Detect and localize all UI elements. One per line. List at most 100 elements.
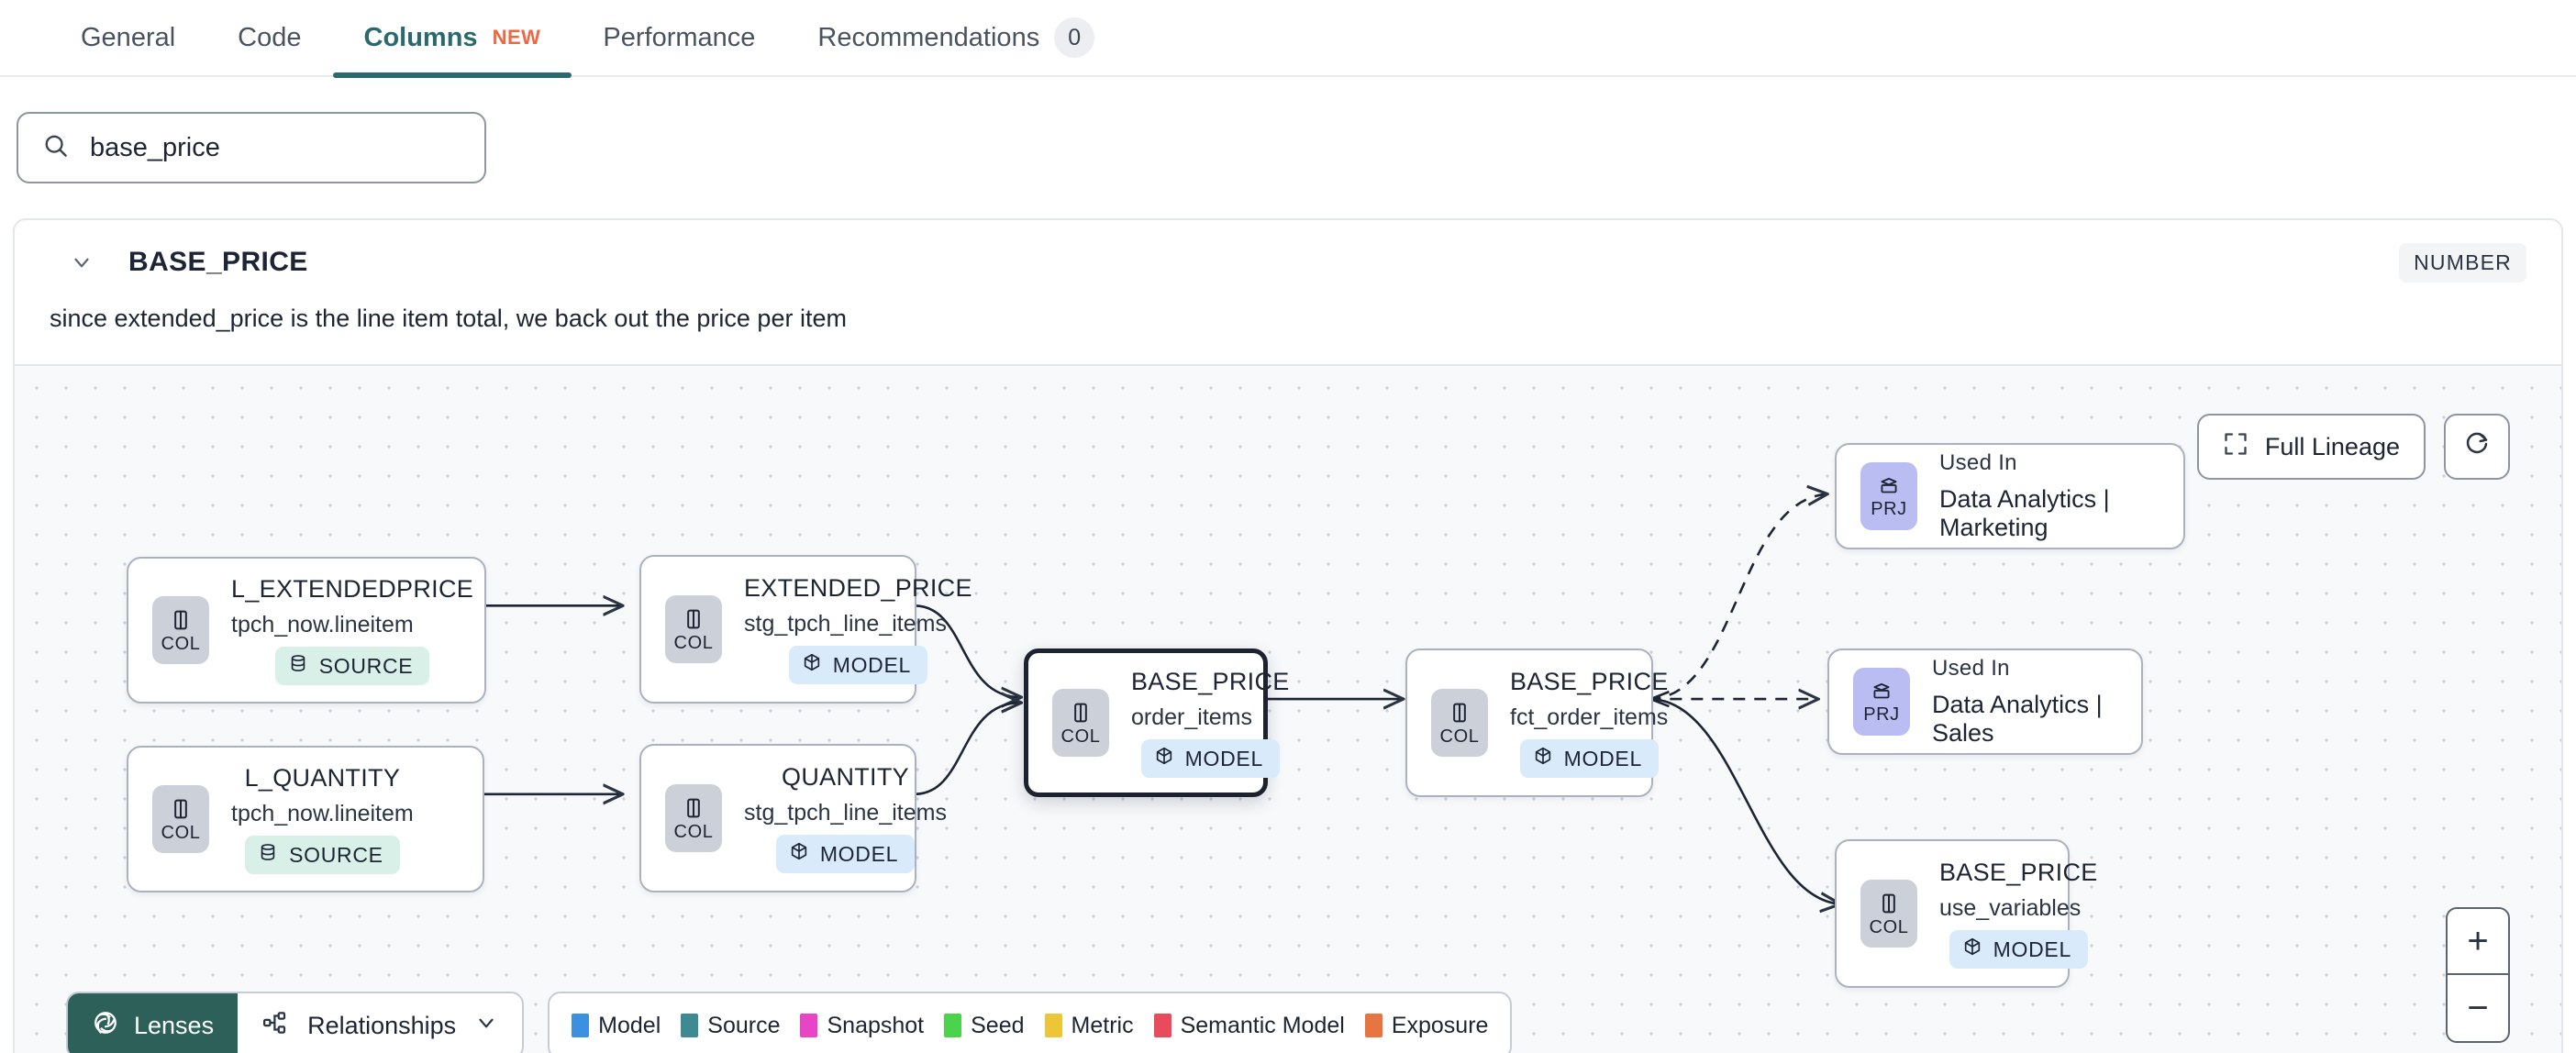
node-subtitle: stg_tpch_line_items	[744, 611, 947, 637]
node-subtitle: stg_tpch_line_items	[744, 800, 947, 826]
prj-chip: PRJ	[1853, 668, 1910, 736]
tab-new-badge: NEW	[492, 26, 541, 49]
node-type-tag: MODEL	[1140, 739, 1280, 778]
legend-item-snapshot: Snapshot	[800, 1013, 924, 1039]
legend-label: Source	[707, 1012, 781, 1038]
node-subtitle: order_items	[1131, 704, 1252, 730]
legend-item-seed: Seed	[944, 1012, 1025, 1039]
chip-label: COL	[673, 633, 714, 653]
node-tag-label: MODEL	[1563, 746, 1642, 770]
tab-label: Code	[238, 22, 302, 52]
cube-icon	[1154, 746, 1174, 771]
chip-label: COL	[161, 823, 201, 843]
col-chip: COL	[665, 595, 722, 663]
column-detail-card: BASE_PRICE NUMBER since extended_price i…	[13, 218, 2563, 1053]
node-tag-label: MODEL	[832, 652, 912, 677]
legend-label: Snapshot	[827, 1012, 925, 1038]
legend-swatch	[1044, 1014, 1062, 1037]
tab-general[interactable]: General	[50, 0, 206, 76]
chevron-down-icon	[474, 1011, 498, 1041]
lineage-node-quantity[interactable]: COL QUANTITY stg_tpch_line_items MODEL	[639, 744, 947, 892]
lineage-node-base-price-fct-order-items[interactable]: COL BASE_PRICE fct_order_items MODEL	[1405, 648, 1668, 797]
node-type-tag: SOURCE	[274, 647, 430, 685]
lineage-node-extended-price[interactable]: COL EXTENDED_PRICE stg_tpch_line_items M…	[639, 555, 972, 704]
node-tag-label: MODEL	[1993, 937, 2071, 961]
column-description: since extended_price is the line item to…	[50, 305, 847, 332]
page-title: BASE_PRICE	[128, 247, 308, 277]
node-body: L_EXTENDEDPRICE tpch_now.lineitem SOURCE	[231, 575, 479, 685]
tab-label: Performance	[603, 22, 756, 52]
chip-label: COL	[1869, 917, 1909, 937]
node-title: L_EXTENDEDPRICE	[231, 575, 474, 603]
node-title: BASE_PRICE	[1510, 668, 1669, 695]
node-title: BASE_PRICE	[1131, 668, 1290, 695]
edge-n6-n7	[1649, 494, 1827, 701]
node-type-tag: MODEL	[1519, 739, 1659, 778]
lineage-canvas[interactable]: COL L_EXTENDEDPRICE tpch_now.lineitem SO…	[15, 364, 2561, 1053]
node-type-legend: Model Source Snapshot Seed Metric	[548, 992, 1513, 1053]
legend-label: Seed	[971, 1012, 1025, 1038]
node-tag-label: SOURCE	[318, 653, 414, 678]
canvas-bottom-bar: Lenses Relationships	[66, 992, 1513, 1053]
node-body: L_QUANTITY tpch_now.lineitem SOURCE	[231, 764, 419, 874]
aperture-icon	[92, 1009, 119, 1043]
lineage-node-used-in-sales[interactable]: PRJ Used In Data Analytics | Sales	[1827, 648, 2143, 755]
recommendations-count-badge: 0	[1054, 17, 1095, 58]
lineage-node-base-price-use-variables[interactable]: COL BASE_PRICE use_variables MODEL	[1835, 839, 2097, 988]
lens-group: Lenses Relationships	[66, 992, 525, 1053]
zoom-in-button[interactable]: +	[2448, 909, 2508, 975]
legend-swatch	[1364, 1014, 1382, 1037]
node-body: Used In Data Analytics | Sales	[1932, 656, 2117, 748]
cube-icon	[789, 841, 809, 867]
chip-label: PRJ	[1863, 704, 1900, 725]
legend-item-metric: Metric	[1044, 1012, 1134, 1039]
tab-performance[interactable]: Performance	[572, 0, 786, 76]
lenses-label: Lenses	[134, 1011, 215, 1039]
node-type-tag: MODEL	[1949, 930, 2088, 969]
cube-icon	[1962, 937, 1982, 962]
chip-label: COL	[673, 822, 714, 842]
col-chip: COL	[1431, 689, 1488, 757]
tab-label: Recommendations	[817, 22, 1040, 52]
lineage-node-l-extendedprice[interactable]: COL L_EXTENDEDPRICE tpch_now.lineitem SO…	[127, 557, 486, 704]
node-body: Used In Data Analytics | Marketing	[1939, 450, 2160, 542]
node-title: Used In	[1932, 656, 2010, 681]
search-input[interactable]: base_price	[17, 112, 486, 183]
node-title: EXTENDED_PRICE	[744, 574, 972, 602]
node-subtitle: fct_order_items	[1510, 704, 1669, 730]
lineage-node-l-quantity[interactable]: COL L_QUANTITY tpch_now.lineitem SOURCE	[127, 746, 484, 892]
legend-item-model: Model	[572, 1013, 661, 1039]
full-lineage-button[interactable]: Full Lineage	[2196, 414, 2426, 480]
node-subtitle: Data Analytics | Sales	[1932, 691, 2103, 747]
column-type-badge: NUMBER	[2399, 242, 2526, 283]
lineage-node-used-in-marketing[interactable]: PRJ Used In Data Analytics | Marketing	[1835, 443, 2185, 549]
chevron-down-icon[interactable]	[66, 247, 97, 278]
col-chip: COL	[665, 784, 722, 852]
relationships-button[interactable]: Relationships	[238, 993, 522, 1053]
zoom-controls: + −	[2446, 907, 2510, 1043]
tab-columns[interactable]: Columns NEW	[332, 0, 572, 78]
tab-code[interactable]: Code	[206, 0, 332, 76]
lenses-button[interactable]: Lenses	[68, 993, 239, 1053]
database-icon	[258, 842, 278, 868]
col-chip: COL	[1052, 689, 1109, 757]
col-chip: COL	[1860, 880, 1917, 948]
hierarchy-icon	[261, 1009, 289, 1043]
expand-icon	[2223, 431, 2248, 463]
legend-label: Metric	[1071, 1012, 1134, 1038]
tab-recommendations[interactable]: Recommendations 0	[786, 0, 1126, 76]
canvas-top-right-controls: Full Lineage	[2196, 414, 2510, 480]
lineage-node-base-price-order-items[interactable]: COL BASE_PRICE order_items MODEL	[1024, 648, 1289, 797]
legend-swatch	[800, 1014, 818, 1037]
column-header: BASE_PRICE NUMBER	[15, 220, 2561, 305]
node-type-tag: SOURCE	[245, 836, 400, 874]
node-body: BASE_PRICE fct_order_items MODEL	[1510, 668, 1674, 778]
zoom-out-button[interactable]: −	[2467, 987, 2489, 1028]
refresh-icon	[2463, 430, 2491, 464]
legend-swatch	[681, 1014, 699, 1037]
node-body: EXTENDED_PRICE stg_tpch_line_items MODEL	[744, 574, 978, 684]
node-tag-label: MODEL	[819, 841, 899, 866]
tab-bar: General Code Columns NEW Performance Rec…	[0, 0, 2576, 78]
node-body: BASE_PRICE order_items MODEL	[1131, 668, 1295, 778]
refresh-button[interactable]	[2444, 414, 2510, 480]
